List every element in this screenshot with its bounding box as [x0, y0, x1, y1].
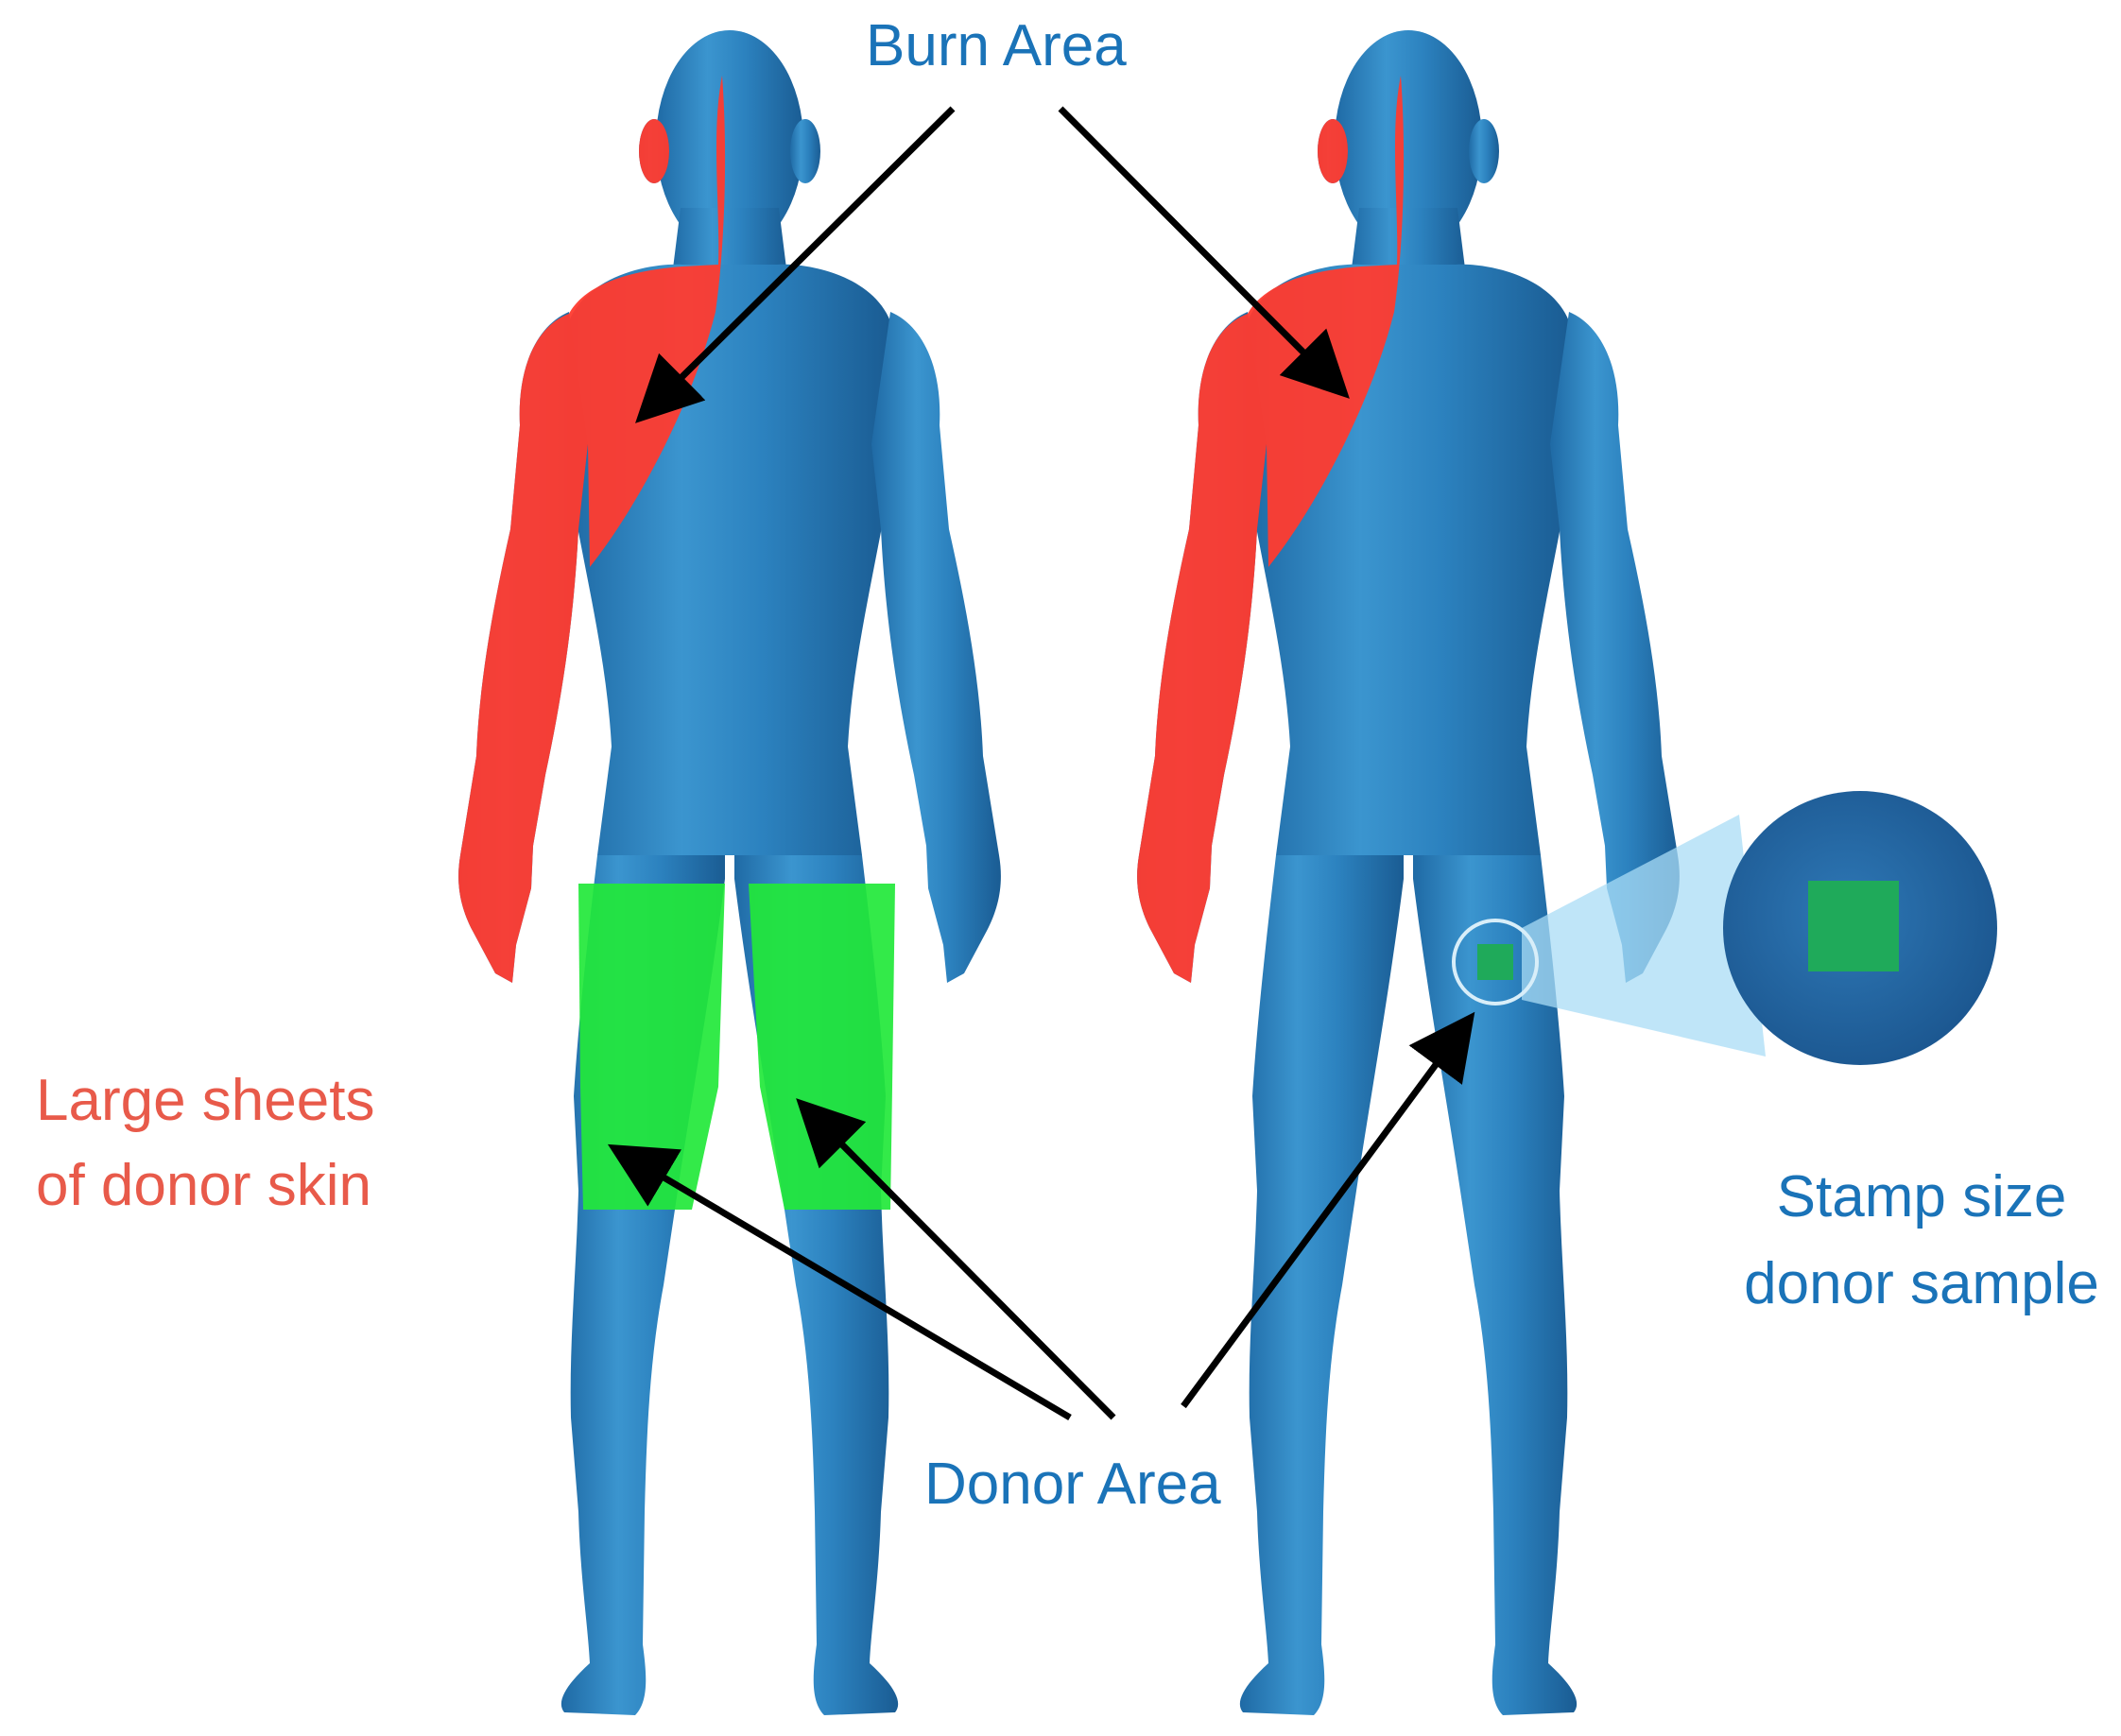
- large-sheets-line2: of donor skin: [36, 1157, 414, 1215]
- left-donor-area: [578, 884, 895, 1210]
- donor-area-label: Donor Area: [924, 1455, 1221, 1514]
- burn-area-label: Burn Area: [866, 17, 1127, 76]
- left-figure: [458, 30, 1001, 1715]
- large-sheets-label: Large sheets of donor skin: [36, 1072, 414, 1189]
- arrow-burn-right: [1060, 109, 1340, 389]
- stamp-size-line1: Stamp size: [1728, 1168, 2115, 1227]
- left-body-silhouette: [458, 30, 1001, 1715]
- stamp-donor-sample: [1477, 944, 1513, 980]
- stamp-size-label: Stamp size donor sample: [1728, 1168, 2115, 1285]
- zoom-stamp-sample: [1808, 881, 1899, 971]
- large-sheets-line1: Large sheets: [36, 1072, 414, 1130]
- stamp-size-line2: donor sample: [1728, 1255, 2115, 1314]
